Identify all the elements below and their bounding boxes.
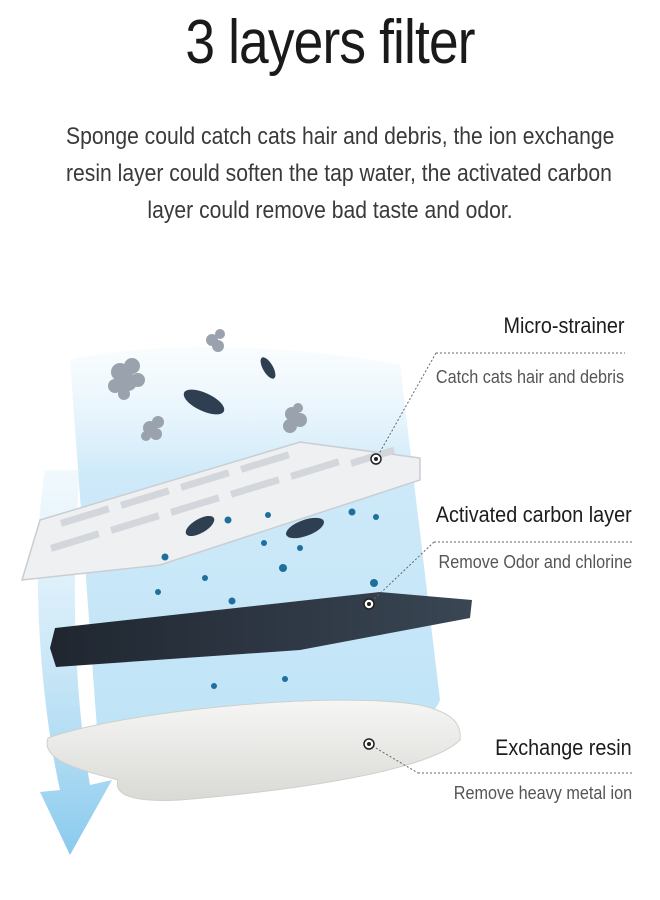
description-paragraph: Sponge could catch cats hair and debris,…	[66, 118, 615, 229]
exchange-resin-description: Remove heavy metal ion	[453, 783, 632, 803]
marker-dot-icon	[370, 453, 382, 465]
debris-cluster-icon	[206, 329, 225, 352]
bacteria-icon	[286, 517, 324, 539]
marker-dot-icon	[363, 598, 375, 610]
activated-carbon-label: Activated carbon layer	[436, 502, 632, 527]
debris-cluster-icon	[141, 416, 164, 441]
activated-carbon-description: Remove Odor and chlorine	[438, 552, 632, 572]
micro-strainer-label: Micro-strainer	[502, 313, 624, 338]
particles	[155, 508, 379, 689]
description-line: layer could remove bad taste and odor.	[147, 197, 513, 224]
page-title: 3 layers filter	[185, 8, 475, 77]
bacteria-icon	[183, 389, 225, 415]
exchange-resin-layer	[46, 699, 461, 801]
bacteria-icon	[185, 515, 215, 537]
description-line: resin layer could soften the tap water, …	[66, 160, 612, 187]
bacteria-icon	[260, 357, 276, 379]
marker-dot-icon	[363, 738, 375, 750]
exchange-resin-label: Exchange resin	[495, 735, 632, 760]
leader-line	[368, 352, 632, 774]
micro-strainer-description: Catch cats hair and debris	[435, 367, 624, 387]
debris-cluster-icon	[283, 403, 307, 433]
activated-carbon-layer	[50, 592, 472, 667]
description-line: Sponge could catch cats hair and debris,…	[66, 123, 615, 150]
debris-cluster-icon	[108, 358, 145, 400]
